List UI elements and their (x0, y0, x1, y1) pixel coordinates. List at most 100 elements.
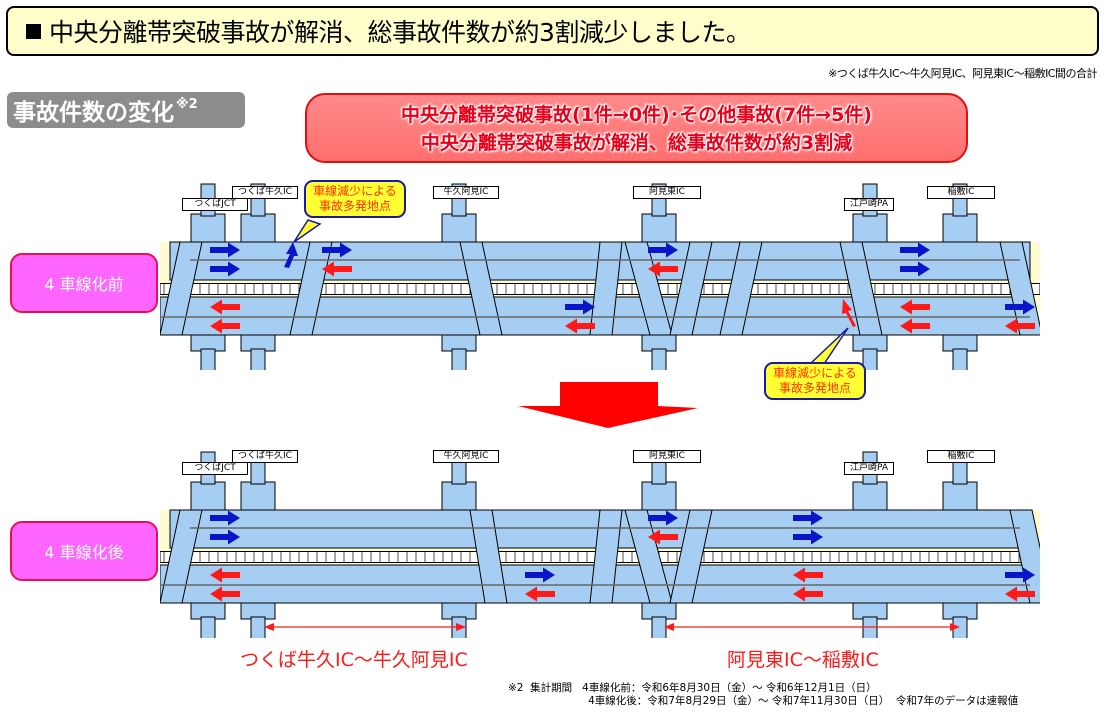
section-label-right: 阿見東IC～稲敷IC (727, 649, 879, 671)
phase-label-after: 4 車線化後 (10, 521, 158, 581)
outbound-arrow-icon (322, 242, 352, 258)
inbound-arrow-icon (322, 261, 352, 277)
ramp-bottom-inashiki-ic (942, 600, 978, 620)
crossover-link (459, 241, 503, 336)
crossover-link (289, 241, 333, 336)
ramp-top-edosaki-pa (852, 213, 888, 245)
crossover-link (469, 509, 508, 604)
ramp-bottom-amihigashi-ic (641, 332, 677, 352)
bullet-square-icon (26, 23, 41, 39)
crossover-link (589, 241, 623, 336)
label-inashiki-ic: 稲敷IC (927, 186, 995, 199)
section-title-note: ※2 (176, 96, 198, 112)
ramp-bottom-tsukuba-jct (190, 332, 226, 352)
outbound-arrow-icon (793, 529, 823, 545)
section-label-left: つくば牛久IC～牛久阿見IC (240, 649, 468, 671)
footnote-line-1: ※2 集計期間 4車線化前：令和6年8月30日（金）～ 令和6年12月1日（日） (508, 682, 877, 694)
ramp-bottom-tsukuba-jct (190, 600, 226, 620)
ramp-bottom-edosaki-pa (852, 600, 888, 620)
label-tsukuba-ushiku-ic: つくば牛久IC (232, 450, 298, 463)
outbound-arrow-icon (648, 510, 678, 526)
ramp-bottom-ushiku-ami-ic (441, 600, 477, 620)
ramp-top-inashiki-ic (942, 213, 978, 245)
footnote-line-2: 4車線化後：令和7年8月29日（金）～ 令和7年11月30日（日） 令和7年のデ… (508, 695, 1019, 707)
crossover-link (160, 241, 203, 336)
outbound-arrow-icon (900, 261, 930, 277)
outbound-arrow-icon (1005, 299, 1035, 315)
ramp-bottom-amihigashi-ic (641, 600, 677, 620)
crossover-link (839, 241, 883, 336)
range-arrowhead-icon (664, 623, 674, 631)
ramp-top-ushiku-ami-ic (441, 213, 477, 245)
summary-line-2: 中央分離帯突破事故が解消、総事故件数が約3割減 (420, 132, 853, 154)
stem-bottom-amihigashi-ic (651, 616, 667, 638)
outbound-arrow-icon (210, 242, 240, 258)
ramp-top-tsukuba-jct (190, 481, 226, 513)
ramp-top-edosaki-pa (852, 481, 888, 513)
transition-arrow-icon (518, 382, 698, 428)
label-edosaki-pa: 江戸崎PA (844, 462, 894, 475)
inbound-arrow-icon (1005, 586, 1035, 602)
summary-box: 中央分離帯突破事故(1件→0件)･その他事故(7件→5件) 中央分離帯突破事故が… (305, 93, 968, 163)
label-tsukuba-jct: つくばJCT (182, 198, 248, 211)
ramp-top-tsukuba-ushiku-ic (240, 213, 276, 245)
ramp-bottom-ushiku-ami-ic (441, 332, 477, 352)
outbound-arrow-icon (210, 529, 240, 545)
range-arrowhead-icon (264, 623, 274, 631)
ramp-bottom-tsukuba-ushiku-ic (240, 332, 276, 352)
inbound-arrow-icon (648, 261, 678, 277)
inbound-arrow-icon (210, 567, 240, 583)
outbound-arrow-icon (648, 242, 678, 258)
callout-accident-spot-2: 車線減少による 事故多発地点 (764, 362, 866, 400)
scope-note: ※つくば牛久IC～牛久阿見IC、阿見東IC～稲敷IC間の合計 (828, 67, 1097, 80)
label-inashiki-ic: 稲敷IC (927, 450, 995, 463)
ramp-bottom-tsukuba-ushiku-ic (240, 600, 276, 620)
label-tsukuba-ushiku-ic: つくば牛久IC (232, 186, 298, 199)
callout-pointer (293, 219, 322, 243)
inbound-arrow-icon (525, 586, 555, 602)
inbound-arrow-icon (900, 318, 930, 334)
label-ushiku-ami-ic: 牛久阿見IC (433, 450, 499, 463)
section-title-text: 事故件数の変化 (13, 100, 174, 126)
inbound-arrow-icon (210, 586, 240, 602)
outbound-arrow-icon (565, 299, 595, 315)
crossover-link (669, 509, 713, 604)
crossover-link (160, 509, 203, 604)
label-ushiku-ami-ic: 牛久阿見IC (433, 186, 499, 199)
road-diagram-after-svg (160, 451, 1040, 638)
range-arrowhead-icon (950, 623, 960, 631)
road-diagram-after: つくばJCT つくば牛久IC 牛久阿見IC 阿見東IC 江戸崎PA 稲敷IC (160, 448, 1040, 638)
stem-bottom-ushiku-ami-ic (451, 348, 467, 370)
range-arrowhead-icon (456, 623, 466, 631)
outbound-arrow-icon (1005, 567, 1035, 583)
outbound-arrow-icon (210, 261, 240, 277)
stem-bottom-tsukuba-ushiku-ic (250, 616, 266, 638)
label-edosaki-pa: 江戸崎PA (844, 198, 894, 211)
label-amihigashi-ic: 阿見東IC (633, 450, 701, 463)
stem-bottom-edosaki-pa (862, 348, 878, 370)
headline-banner: 中央分離帯突破事故が解消、総事故件数が約3割減少しました。 (6, 6, 1099, 56)
outbound-arrow-icon (210, 510, 240, 526)
footnote: ※2 集計期間 4車線化前：令和6年8月30日（金）～ 令和6年12月1日（日）… (508, 682, 1018, 708)
ramp-top-tsukuba-jct (190, 213, 226, 245)
outbound-arrow-icon (900, 242, 930, 258)
merge-arrow-icon (842, 299, 856, 327)
inbound-arrow-icon (648, 529, 678, 545)
ramp-top-tsukuba-ushiku-ic (240, 481, 276, 513)
inbound-arrow-icon (565, 318, 595, 334)
stem-bottom-tsukuba-jct (200, 616, 216, 638)
stem-bottom-tsukuba-ushiku-ic (250, 348, 266, 370)
merge-arrow-icon (284, 242, 298, 268)
crossover-link (669, 241, 713, 336)
stem-bottom-inashiki-ic (952, 348, 968, 370)
inbound-arrow-icon (900, 299, 930, 315)
road-diagram-before-svg (160, 183, 1040, 370)
inbound-arrow-icon (1005, 318, 1035, 334)
callout-accident-spot-1: 車線減少による 事故多発地点 (304, 180, 406, 218)
ramp-top-ushiku-ami-ic (441, 481, 477, 513)
ramp-top-amihigashi-ic (641, 481, 677, 513)
stem-bottom-amihigashi-ic (651, 348, 667, 370)
crossover-link (719, 241, 763, 336)
stem-bottom-tsukuba-jct (200, 348, 216, 370)
road-diagram-before: つくばJCT つくば牛久IC 牛久阿見IC 阿見東IC 江戸崎PA 稲敷IC 車… (160, 180, 1040, 400)
